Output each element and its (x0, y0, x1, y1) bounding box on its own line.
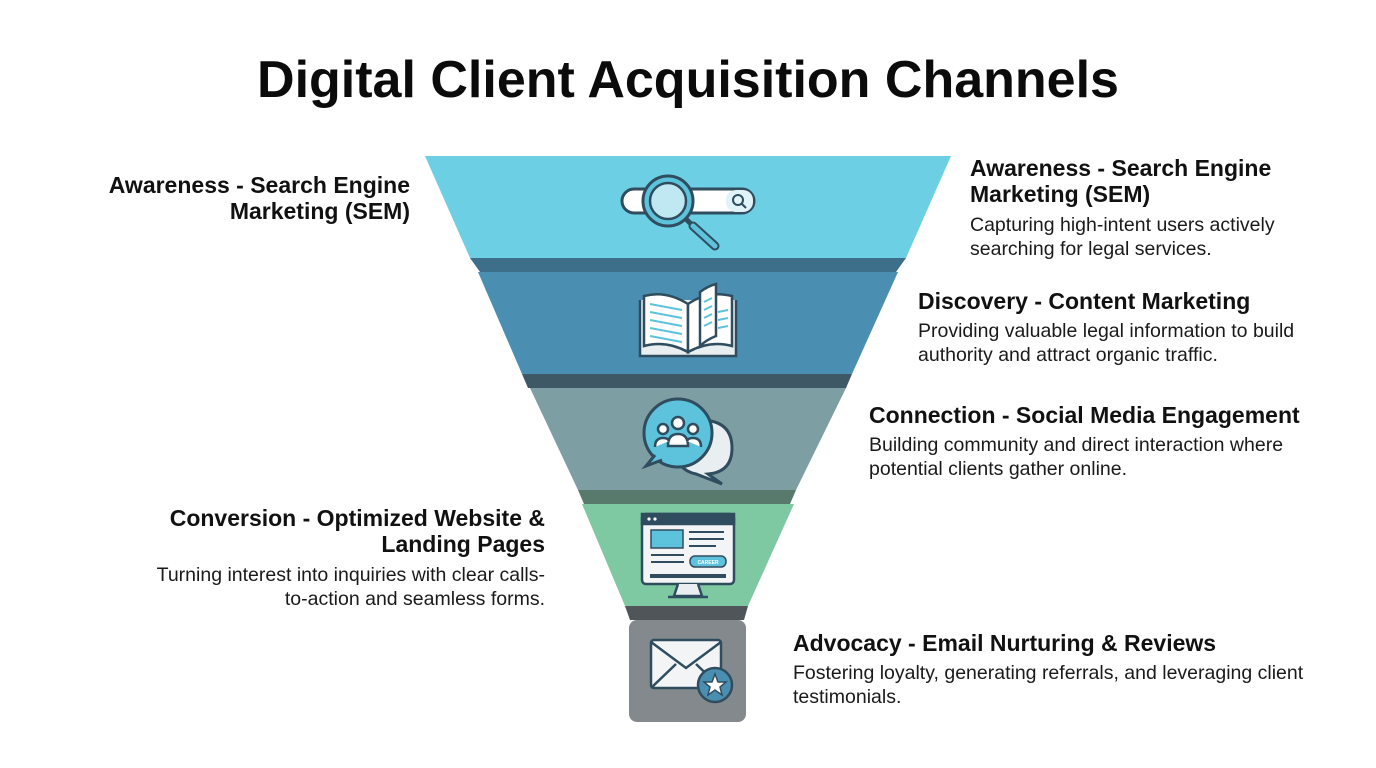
funnel-band-1 (470, 258, 906, 272)
stage-awareness-left-label: Awareness - Search Engine Marketing (SEM… (60, 172, 410, 225)
stage-conversion-title: Conversion - Optimized Website & Landing… (169, 505, 545, 558)
stage-awareness-description: Capturing high-intent users actively sea… (970, 213, 1275, 260)
envelope-star-icon (649, 638, 734, 704)
stage-conversion-description: Turning interest into inquiries with cle… (156, 563, 545, 610)
open-book-icon (638, 282, 738, 358)
stage-advocacy-label: Advocacy - Email Nurturing & Reviews Fos… (793, 630, 1313, 710)
stage-awareness-right-label: Awareness - Search Engine Marketing (SEM… (970, 155, 1350, 261)
funnel-band-2 (522, 374, 852, 388)
stage-discovery-label: Discovery - Content Marketing Providing … (918, 288, 1358, 368)
page-title: Digital Client Acquisition Channels (257, 51, 1119, 109)
stage-advocacy-title: Advocacy - Email Nurturing & Reviews (793, 630, 1217, 656)
chat-bubbles-people-icon (641, 397, 734, 486)
stage-connection-label: Connection - Social Media Engagement Bui… (869, 402, 1359, 482)
stage-connection-title: Connection - Social Media Engagement (869, 402, 1300, 428)
stage-discovery-description: Providing valuable legal information to … (918, 320, 1295, 367)
funnel-band-4 (625, 606, 748, 620)
website-button-label: CAREER (697, 560, 719, 566)
stage-conversion-label: Conversion - Optimized Website & Landing… (140, 505, 545, 611)
stage-awareness-title: Awareness - Search Engine Marketing (SEM… (970, 155, 1272, 208)
stage-advocacy-description: Fostering loyalty, generating referrals,… (793, 662, 1304, 709)
stage-connection-description: Building community and direct interactio… (869, 434, 1284, 481)
stage-discovery-title: Discovery - Content Marketing (918, 288, 1251, 314)
funnel-band-3 (578, 490, 796, 504)
search-bar-magnifier-icon (620, 174, 756, 251)
stage-awareness-left-title: Awareness - Search Engine Marketing (SEM… (108, 172, 410, 225)
website-monitor-icon (640, 512, 736, 599)
